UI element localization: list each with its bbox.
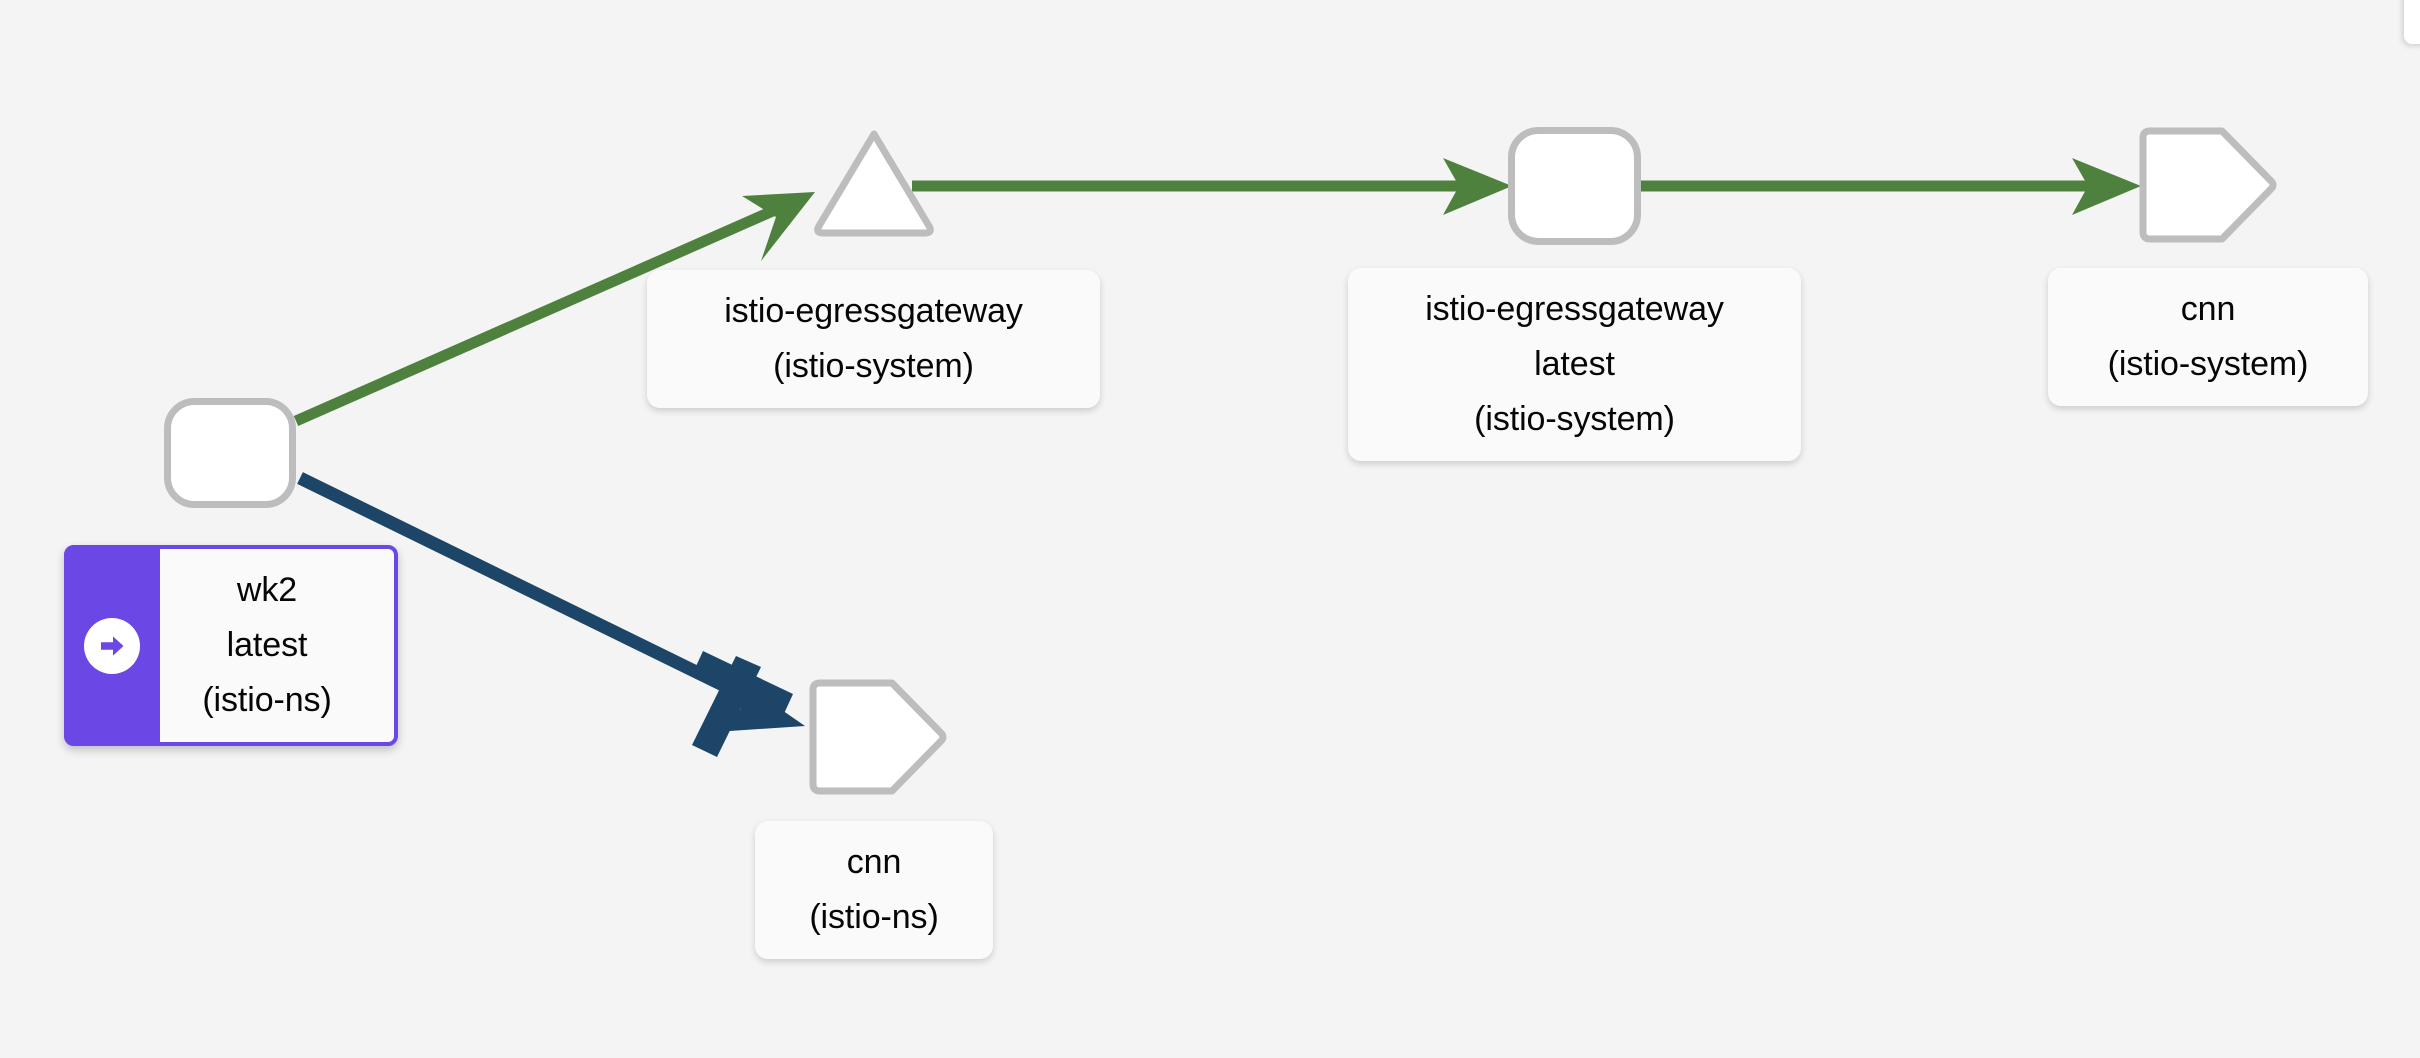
node-label-cnn-istio-ns[interactable]: cnn (istio-ns) (755, 821, 993, 959)
pentagon-shape (809, 679, 947, 795)
arrow-right-glyph (101, 635, 124, 656)
edge-service-to-workload[interactable] (912, 158, 1512, 215)
node-label-line: latest (226, 626, 308, 664)
node-label-wk2[interactable]: wk2 latest (istio-ns) (64, 545, 398, 746)
node-label-istio-egressgateway-service[interactable]: istio-egressgateway (istio-system) (647, 270, 1100, 408)
node-label-istio-egressgateway-workload[interactable]: istio-egressgateway latest (istio-system… (1348, 268, 1801, 461)
node-label-line: (istio-ns) (809, 898, 939, 936)
node-label-line: wk2 (236, 571, 298, 609)
node-cnn-istio-ns[interactable] (808, 677, 948, 797)
pentagon-shape (2139, 127, 2277, 243)
node-label-line: (istio-system) (773, 347, 974, 385)
arrow-right-circle-icon (84, 617, 140, 674)
node-label-line: cnn (846, 843, 902, 881)
node-label-line: latest (1534, 345, 1615, 383)
node-label-line: cnn (2180, 290, 2236, 328)
node-label-cnn-istio-system[interactable]: cnn (istio-system) (2048, 268, 2368, 406)
node-label-line: (istio-system) (2107, 345, 2309, 383)
node-wk2[interactable] (164, 398, 296, 508)
node-istio-egressgateway-service[interactable] (810, 125, 938, 237)
node-label-line: istio-egressgateway (724, 292, 1023, 330)
node-label-line: (istio-ns) (202, 681, 332, 719)
node-cnn-istio-system[interactable] (2138, 125, 2278, 245)
triangle-shape (814, 130, 934, 237)
node-label-line: istio-egressgateway (1425, 290, 1724, 328)
side-panel-edge[interactable] (2404, 0, 2420, 44)
round-rectangle-shape (164, 398, 296, 508)
round-rectangle-shape (1508, 127, 1641, 245)
node-label-line: (istio-system) (1474, 400, 1675, 438)
edge-workload-to-cnn-istio-system[interactable] (1641, 158, 2141, 215)
selected-badge-rail (64, 545, 160, 746)
node-istio-egressgateway-workload[interactable] (1508, 127, 1641, 245)
